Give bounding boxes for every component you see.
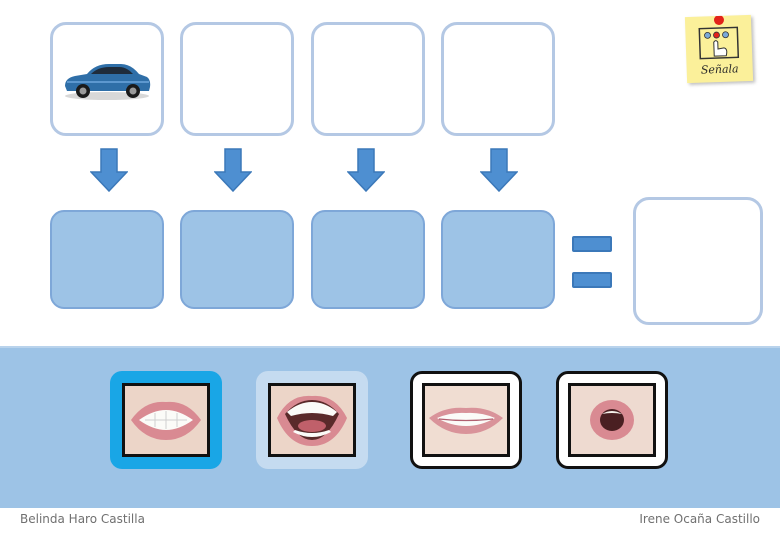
mouth-smile-teeth-icon [422, 383, 510, 457]
down-arrow-icon [214, 148, 252, 192]
mouth-option-2[interactable] [256, 371, 368, 469]
car-icon [65, 64, 151, 100]
picture-card-3[interactable] [311, 22, 425, 136]
down-arrow-icon [347, 148, 385, 192]
equals-sign-top [572, 236, 612, 252]
answer-slot-3[interactable] [311, 210, 425, 309]
left-author-credit: Belinda Haro Castilla [20, 512, 145, 526]
right-author-credit: Irene Ocaña Castillo [639, 512, 760, 526]
mouth-option-4[interactable] [556, 371, 668, 469]
pointing-hand-icon [698, 14, 740, 60]
mouth-open-wide-icon [268, 383, 356, 457]
equals-sign-bottom [572, 272, 612, 288]
result-card[interactable] [633, 197, 763, 325]
down-arrow-icon [90, 148, 128, 192]
senala-sticker: Señala [684, 14, 754, 84]
mouth-teeth-clenched-icon [122, 383, 210, 457]
picture-card-1[interactable] [50, 22, 164, 136]
answer-slot-4[interactable] [441, 210, 555, 309]
answer-slot-2[interactable] [180, 210, 294, 309]
mouth-option-1[interactable] [110, 371, 222, 469]
picture-card-2[interactable] [180, 22, 294, 136]
answer-slot-1[interactable] [50, 210, 164, 309]
down-arrow-icon [480, 148, 518, 192]
picture-card-4[interactable] [441, 22, 555, 136]
mouth-option-3[interactable] [410, 371, 522, 469]
mouth-round-o-icon [568, 383, 656, 457]
senala-label: Señala [700, 62, 739, 77]
